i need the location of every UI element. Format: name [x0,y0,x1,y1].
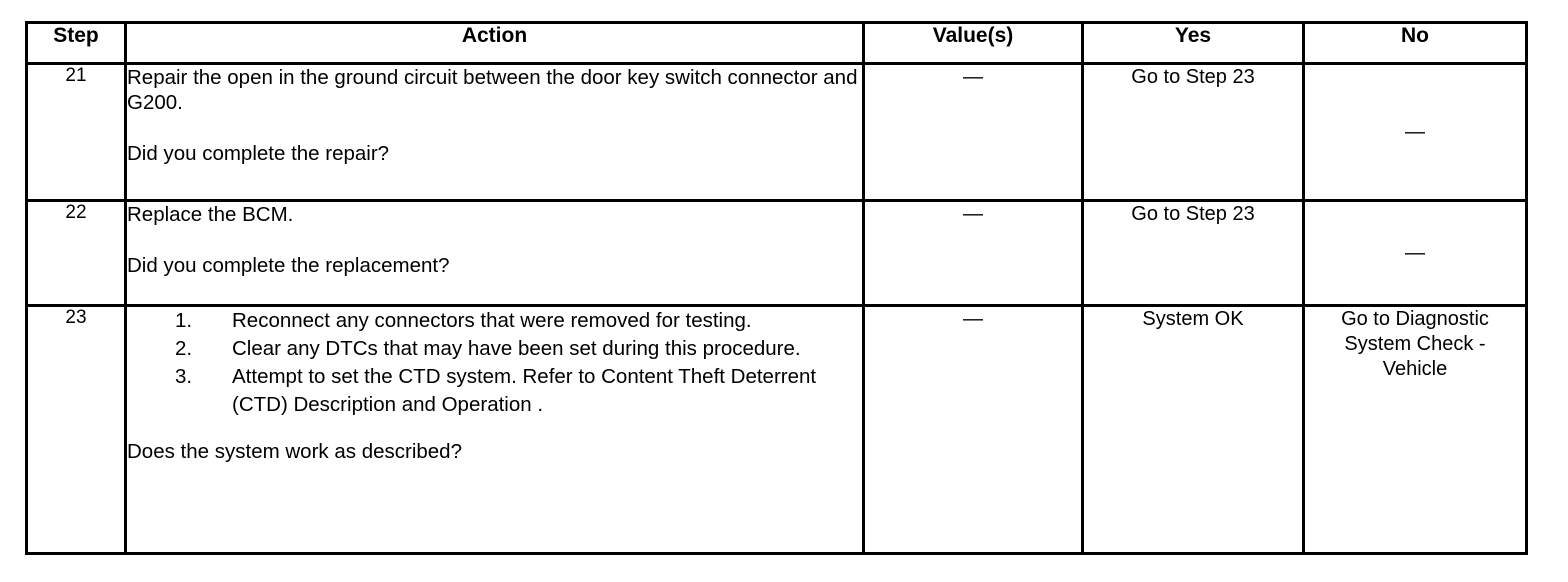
action-spacer [127,115,862,141]
column-header-step: Step [25,21,127,65]
column-header-no: No [1302,21,1528,65]
yes-cell: Go to Step 23 [1081,62,1305,202]
table-body: 21 Repair the open in the ground circuit… [25,62,1528,555]
step-number: 21 [25,62,127,202]
value-cell: — [862,199,1084,307]
action-step-list: 1. Reconnect any connectors that were re… [127,307,862,419]
no-action-line: Vehicle [1382,358,1448,380]
no-cell: — [1302,199,1528,307]
value-cell: — [862,304,1084,555]
yes-action-text: System OK [1142,308,1244,330]
list-item: 1. Reconnect any connectors that were re… [127,307,862,335]
table-row: 22 Replace the BCM. Did you complete the… [25,199,1528,307]
action-spacer [127,227,862,253]
column-header-yes: Yes [1081,21,1305,65]
table-header-row: Step Action Value(s) Yes No [25,21,1528,65]
em-dash: — [963,66,983,88]
action-question: Did you complete the repair? [127,142,390,165]
list-item-number: 3. [175,365,193,388]
table-row: 21 Repair the open in the ground circuit… [25,62,1528,202]
step-number: 22 [25,199,127,307]
no-cell: Go to Diagnostic System Check - Vehicle [1302,304,1528,555]
action-question: Did you complete the replacement? [127,254,450,277]
action-spacer [127,419,862,439]
list-item: 3. Attempt to set the CTD system. Refer … [127,363,862,419]
table-row: 23 1. Reconnect any connectors that were… [25,304,1528,555]
list-item-text: Clear any DTCs that may have been set du… [232,337,801,360]
action-content: Repair the open in the ground circuit be… [124,62,865,202]
diagnostic-procedure-table: Step Action Value(s) Yes No 21 Repair th… [25,21,1528,555]
action-question: Does the system work as described? [127,440,462,463]
no-action-line: System Check - [1344,333,1486,355]
yes-cell: System OK [1081,304,1305,555]
action-content: 1. Reconnect any connectors that were re… [124,304,865,555]
no-action-line: Go to Diagnostic [1341,308,1489,330]
list-item-text: Reconnect any connectors that were remov… [232,309,752,332]
list-item-number: 2. [175,337,193,360]
em-dash: — [963,203,983,225]
column-header-action: Action [124,21,865,65]
step-number: 23 [25,304,127,555]
list-item-number: 1. [175,309,193,332]
action-instruction: Repair the open in the ground circuit be… [127,66,858,114]
list-item: 2. Clear any DTCs that may have been set… [127,335,862,363]
em-dash: — [1405,120,1425,143]
yes-action-text: Go to Step 23 [1131,66,1255,88]
table-header: Step Action Value(s) Yes No [25,21,1528,65]
list-item-text: Attempt to set the CTD system. Refer to … [232,365,817,416]
yes-cell: Go to Step 23 [1081,199,1305,307]
value-cell: — [862,62,1084,202]
em-dash: — [1405,241,1425,264]
no-cell: — [1302,62,1528,202]
em-dash: — [963,308,983,330]
column-header-value: Value(s) [862,21,1084,65]
action-instruction: Replace the BCM. [127,203,294,226]
action-content: Replace the BCM. Did you complete the re… [124,199,865,307]
yes-action-text: Go to Step 23 [1131,203,1255,225]
